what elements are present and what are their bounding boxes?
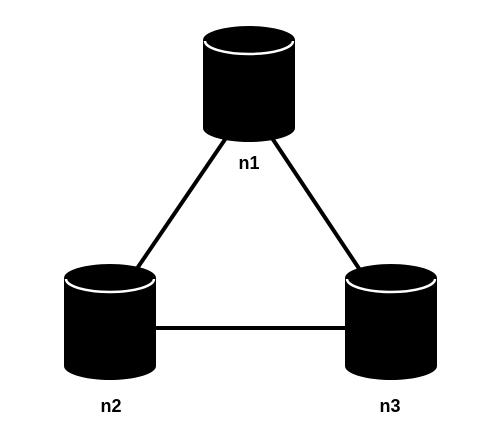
database-icon-rim	[203, 40, 295, 56]
database-icon-top	[64, 264, 156, 292]
database-node-n3	[345, 264, 437, 380]
database-icon-rim	[64, 278, 156, 294]
node-label-n3: n3	[379, 396, 400, 416]
node-group	[64, 26, 437, 380]
database-icon-top	[203, 26, 295, 54]
connection-group	[134, 136, 362, 330]
node-label-n1: n1	[238, 153, 259, 173]
database-icon-body	[64, 278, 156, 380]
database-icon-body	[345, 278, 437, 380]
database-node-n1	[203, 26, 295, 142]
database-node-n2	[64, 264, 156, 380]
node-label-n2: n2	[100, 396, 121, 416]
database-icon-body	[203, 40, 295, 142]
edge-n1-n3	[270, 136, 362, 272]
edge-n1-n2	[134, 136, 228, 272]
database-icon-rim	[345, 278, 437, 294]
database-icon-top	[345, 264, 437, 292]
